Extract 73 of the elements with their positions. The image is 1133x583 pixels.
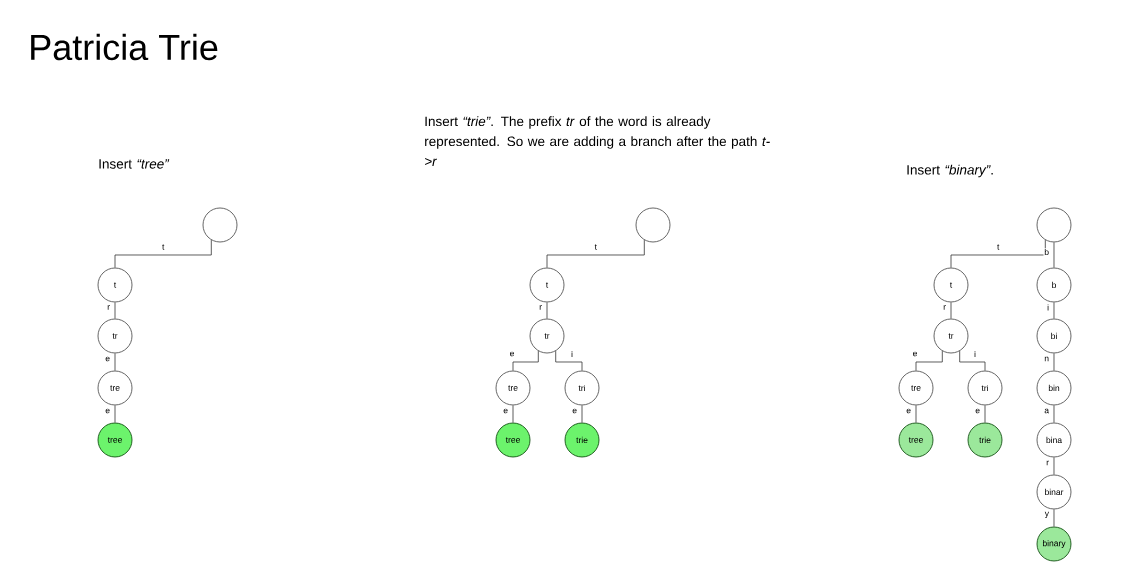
edge-label: a [1043,407,1050,415]
trie-node: tr [529,318,565,354]
panel-heading: Insert “binary”. [907,164,993,178]
connector [512,405,514,423]
connector [546,302,548,319]
trie-node: binar [1036,474,1072,510]
trie-node: tre [495,370,531,406]
edge-label: t [996,243,1001,251]
trie-node: tree [495,422,531,458]
edge-label: e [104,407,111,415]
connector [581,405,583,423]
edge-label: e [508,350,516,358]
trie-node: tr [933,318,969,354]
edge-label: t [161,243,166,251]
connector [950,302,952,319]
edge-label: e [571,407,578,415]
trie-node: bi [1036,318,1072,354]
trie-node: tri [967,370,1003,406]
edge-label: t [593,243,598,251]
edge-label: r [106,304,111,311]
edge-label: r [1045,459,1050,467]
connector [114,302,116,319]
connector [114,239,212,268]
trie-node: t [933,267,969,303]
connector [1053,353,1055,371]
connector [959,350,986,371]
edge-label: r [538,304,543,311]
trie-node: tri [564,370,600,406]
connector [1053,242,1055,268]
connector [555,350,583,371]
trie-node: t [529,267,565,303]
trie-node: tree [898,422,934,458]
connector [950,239,1046,268]
connector [1053,405,1055,423]
trie-node: trie [564,422,600,458]
connector [114,405,116,423]
edge-label: i [570,350,574,358]
trie-node: b [1036,267,1072,303]
trie-node: bina [1036,422,1072,458]
edge-label: y [1043,511,1050,519]
connector [114,353,116,371]
connector [915,350,943,371]
trie-node [635,207,671,243]
panel-heading: Insert “tree” [99,159,170,169]
trie-node: tre [898,370,934,406]
trie-node [202,207,238,243]
connector [1053,302,1055,319]
connector [1053,457,1055,475]
connector [915,405,917,423]
trie-node: trie [967,422,1003,458]
edge-label: i [973,350,977,358]
trie-node: t [97,267,133,303]
connector [1053,509,1055,527]
edge-label: e [974,407,981,415]
edge-label: e [905,407,912,415]
panel-heading: Insert “trie”. The prefix tr of the word is already represented. So we are adding a branch after the path t->r [425,116,770,166]
connector [512,350,539,371]
trie-node: tree [97,422,133,458]
title: Patricia Trie [31,33,218,61]
edge-label: e [502,407,509,415]
connector [984,405,986,423]
edge-label: r [942,304,947,311]
trie-node: tr [97,318,133,354]
edge-label: e [911,350,919,358]
trie-node: binary [1036,526,1072,562]
trie-node [1036,207,1072,243]
edge-label: i [1046,303,1050,312]
edge-label: b [1043,248,1050,256]
connector [546,239,645,268]
edge-label: e [104,355,111,363]
trie-node: bin [1036,370,1072,406]
edge-label: n [1043,355,1050,363]
trie-node: tre [97,370,133,406]
